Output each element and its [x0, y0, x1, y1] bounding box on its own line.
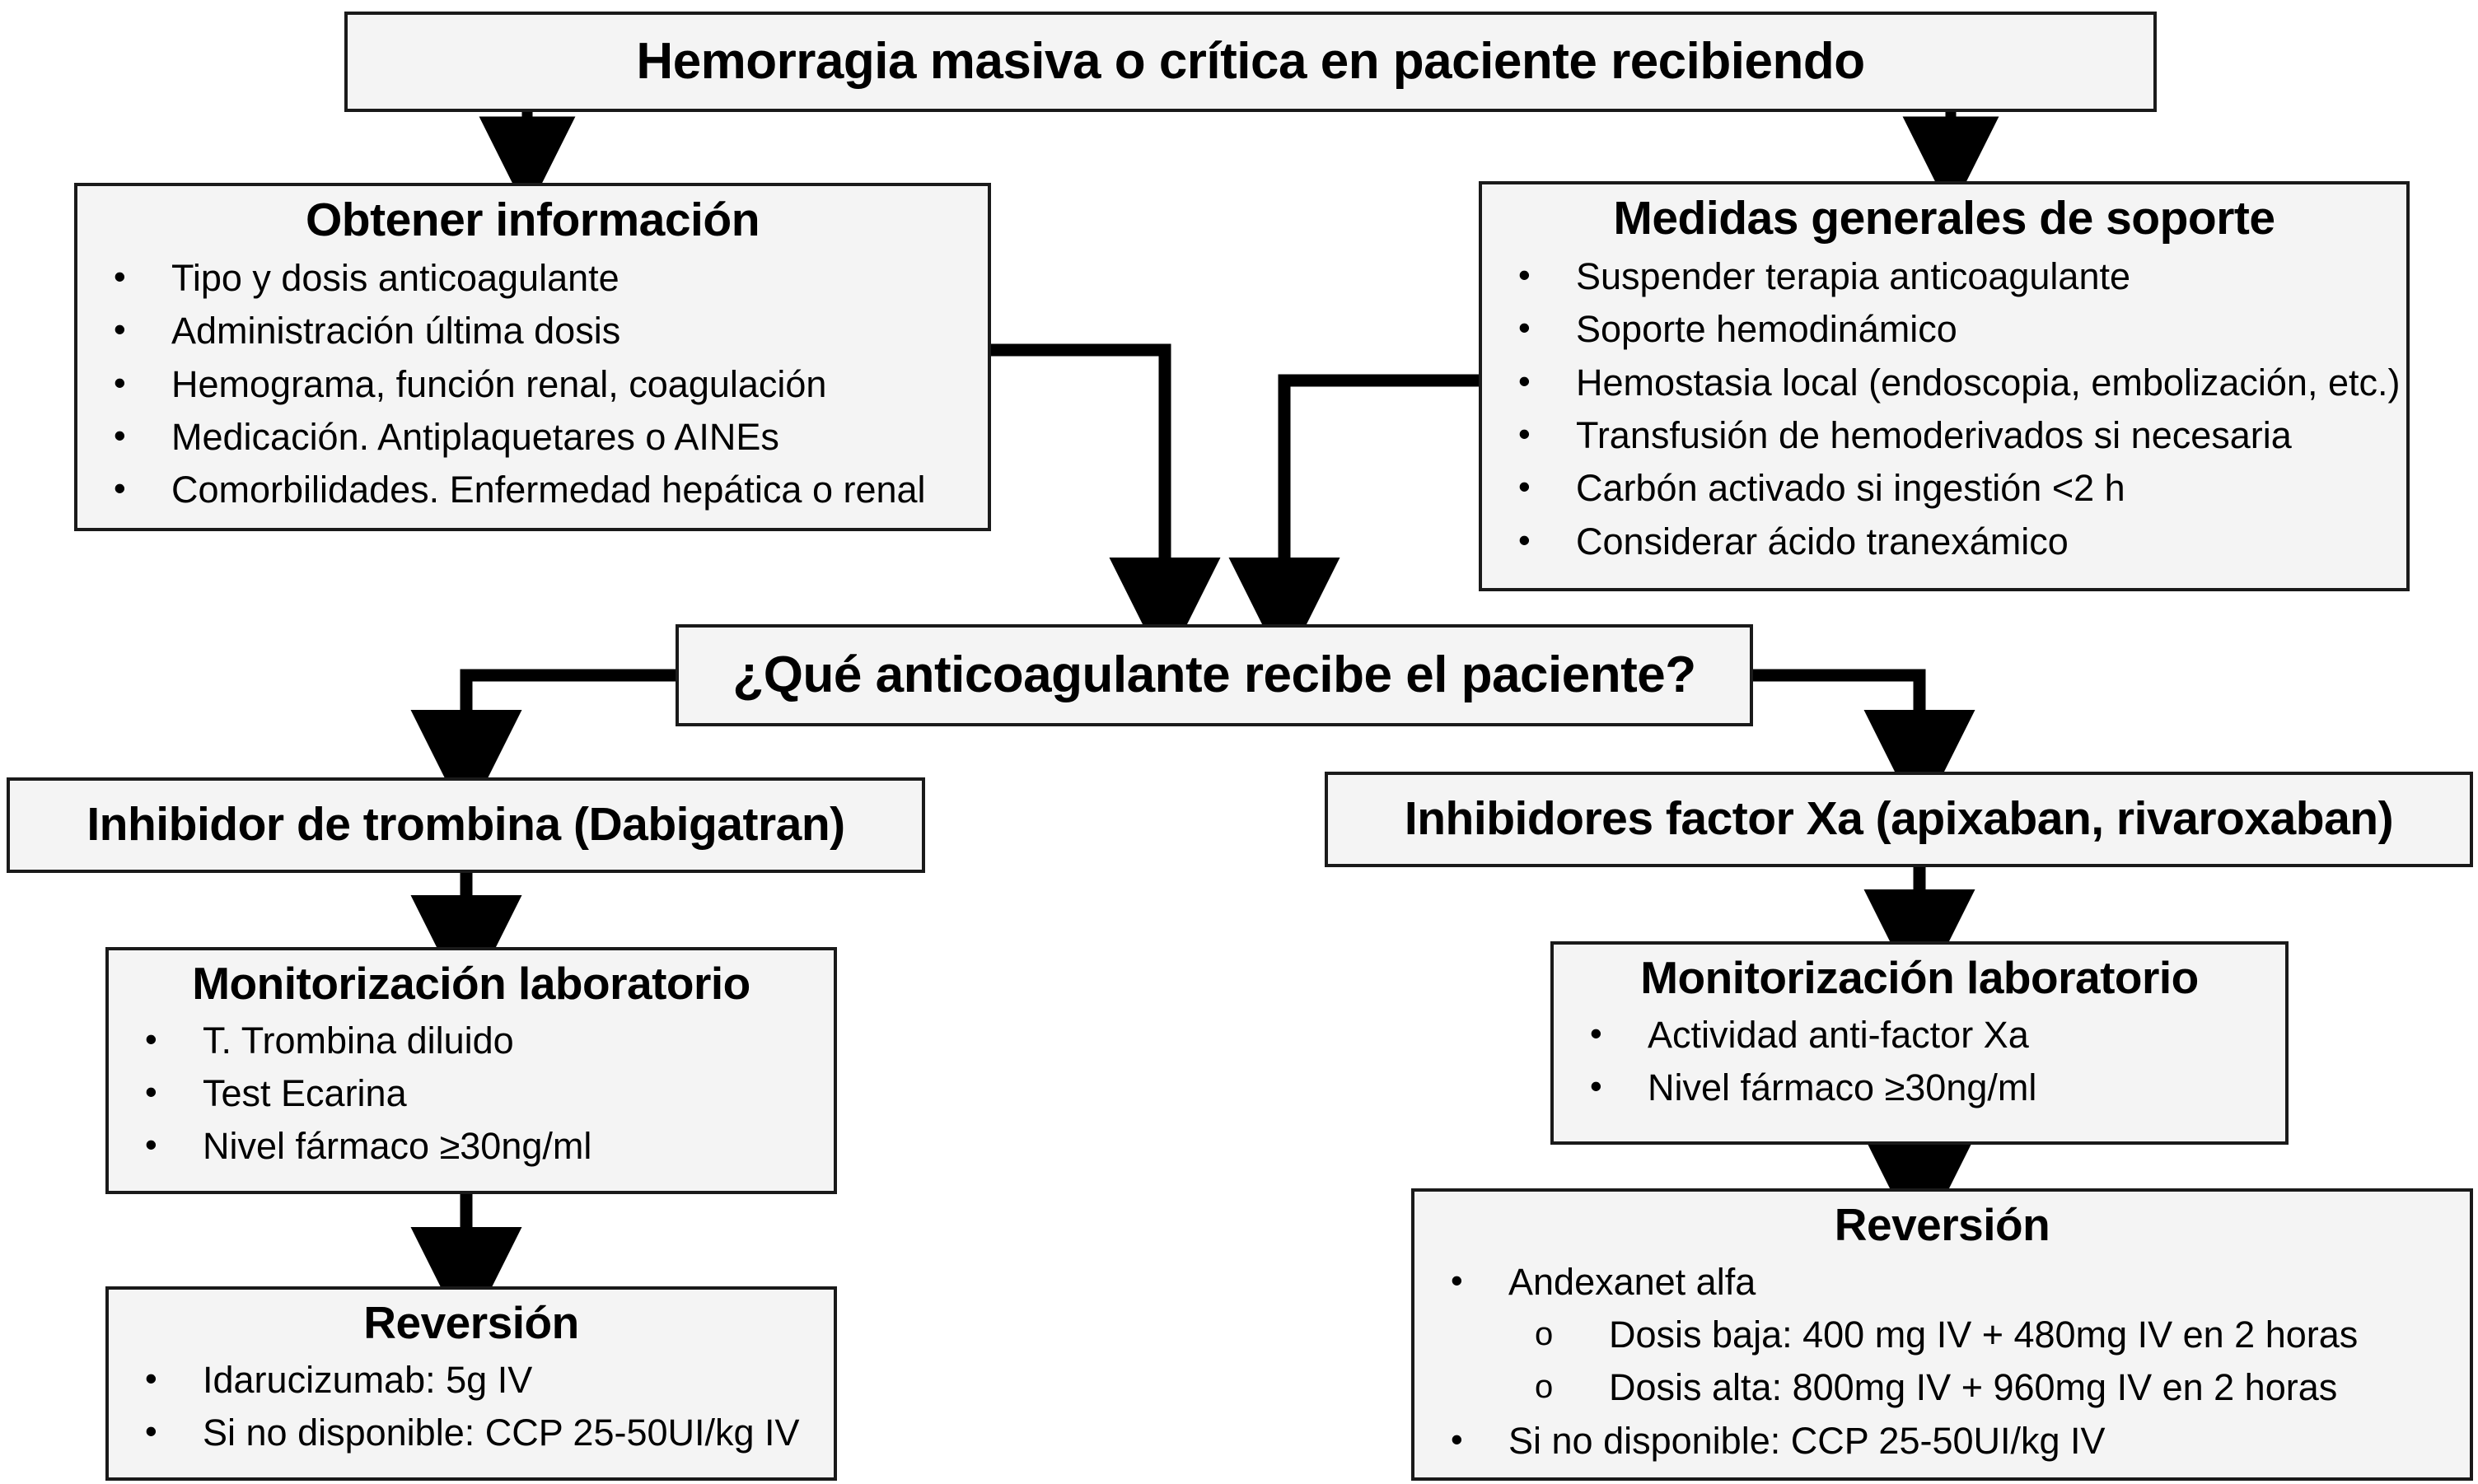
- left-reversion-title: Reversión: [363, 1297, 579, 1348]
- node-right-monitorizacion[interactable]: Monitorización laboratorio Actividad ant…: [1550, 941, 2289, 1145]
- list-item: Idarucizumab: 5g IV: [124, 1352, 819, 1407]
- decision-label: ¿Qué anticoagulante recibe el paciente?: [732, 646, 1696, 704]
- list-item: Soporte hemodinámico: [1497, 301, 2392, 356]
- list-item: T. Trombina diluido: [124, 1013, 819, 1067]
- list-item: Dosis baja: 400 mg IV + 480mg IV en 2 ho…: [1429, 1309, 2455, 1361]
- node-title[interactable]: Hemorragia masiva o crítica en paciente …: [344, 12, 2157, 112]
- right-reversion-title: Reversión: [1834, 1199, 2050, 1250]
- left-reversion-list: Idarucizumab: 5g IV Si no disponible: CC…: [124, 1352, 819, 1460]
- node-right-reversion[interactable]: Reversión Andexanet alfa Dosis baja: 400…: [1411, 1188, 2473, 1481]
- list-item: Dosis alta: 800mg IV + 960mg IV en 2 hor…: [1429, 1361, 2455, 1414]
- connector-medidas-to-decision: [1228, 374, 1479, 670]
- list-item: Hemograma, función renal, coagulación: [92, 357, 973, 411]
- node-left-reversion[interactable]: Reversión Idarucizumab: 5g IV Si no disp…: [105, 1286, 837, 1481]
- right-monitorizacion-list: Actividad anti-factor Xa Nivel fármaco ≥…: [1569, 1007, 2270, 1115]
- list-item: Considerar ácido tranexámico: [1497, 514, 2392, 568]
- list-item: Transfusión de hemoderivados si necesari…: [1497, 408, 2392, 462]
- node-decision-anticoagulante[interactable]: ¿Qué anticoagulante recibe el paciente?: [676, 624, 1753, 726]
- list-item: Nivel fármaco ≥30ng/ml: [124, 1118, 819, 1173]
- list-item: Comorbilidades. Enfermedad hepática o re…: [92, 462, 973, 516]
- list-item: Test Ecarina: [124, 1066, 819, 1120]
- connector-obtener-to-decision: [991, 343, 1221, 670]
- list-item: Nivel fármaco ≥30ng/ml: [1569, 1060, 2270, 1114]
- node-title-label: Hemorragia masiva o crítica en paciente …: [636, 33, 1865, 91]
- obtener-informacion-title: Obtener información: [305, 194, 760, 246]
- medidas-soporte-title: Medidas generales de soporte: [1613, 192, 2275, 245]
- node-branch-left-header[interactable]: Inhibidor de trombina (Dabigatran): [7, 777, 925, 873]
- node-obtener-informacion[interactable]: Obtener información Tipo y dosis anticoa…: [74, 183, 991, 531]
- list-item: Medicación. Antiplaquetares o AINEs: [92, 409, 973, 464]
- branch-left-header-label: Inhibidor de trombina (Dabigatran): [86, 798, 845, 852]
- right-monitorizacion-title: Monitorización laboratorio: [1640, 952, 2199, 1003]
- list-item: Andexanet alfa: [1429, 1254, 2455, 1309]
- connector-decision-to-right-branch: [1753, 669, 1975, 822]
- connector-decision-to-left-branch: [410, 669, 676, 822]
- list-item: Suspender terapia anticoagulante: [1497, 249, 2392, 303]
- medidas-soporte-list: Suspender terapia anticoagulante Soporte…: [1497, 249, 2400, 568]
- list-item: Si no disponible: CCP 25-50UI/kg IV: [1429, 1413, 2455, 1468]
- list-item: Carbón activado si ingestión <2 h: [1497, 460, 2392, 515]
- node-branch-right-header[interactable]: Inhibidores factor Xa (apixaban, rivarox…: [1325, 772, 2473, 867]
- list-item: Actividad anti-factor Xa: [1569, 1007, 2270, 1062]
- list-item: Hemostasia local (endoscopia, embolizaci…: [1497, 355, 2400, 409]
- list-item: Si no disponible: CCP 25-50UI/kg IV: [124, 1405, 819, 1459]
- list-item: Tipo y dosis anticoagulante: [92, 250, 973, 305]
- right-reversion-list: Andexanet alfa Dosis baja: 400 mg IV + 4…: [1429, 1254, 2455, 1468]
- left-monitorizacion-title: Monitorización laboratorio: [192, 958, 750, 1009]
- node-medidas-generales-soporte[interactable]: Medidas generales de soporte Suspender t…: [1479, 181, 2410, 591]
- list-item: Administración última dosis: [92, 303, 973, 357]
- branch-right-header-label: Inhibidores factor Xa (apixaban, rivarox…: [1404, 792, 2394, 846]
- obtener-informacion-list: Tipo y dosis anticoagulante Administraci…: [92, 250, 973, 517]
- left-monitorizacion-list: T. Trombina diluido Test Ecarina Nivel f…: [124, 1013, 819, 1174]
- node-left-monitorizacion[interactable]: Monitorización laboratorio T. Trombina d…: [105, 947, 837, 1194]
